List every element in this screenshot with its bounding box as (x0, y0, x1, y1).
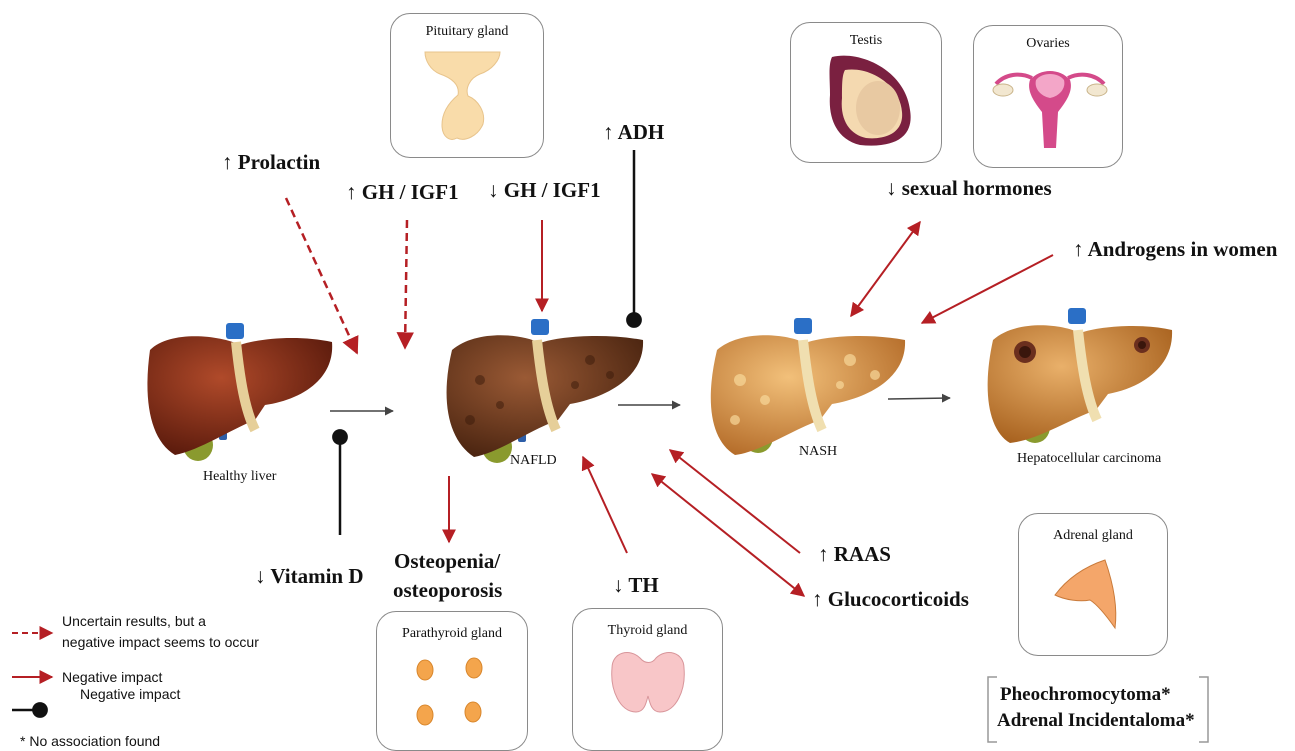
arrow-raas (670, 450, 800, 553)
nafld-label: NAFLD (510, 453, 557, 469)
hcc-label: Hepatocellular carcinoma (1017, 451, 1161, 467)
arrow-nash-to-hcc (888, 398, 950, 399)
testis-icon (830, 56, 911, 146)
healthy-liver-label: Healthy liver (203, 469, 276, 485)
gh-up-label: ↑ GH / IGF1 (346, 180, 459, 205)
arrow-prolactin (286, 198, 357, 353)
parathyroid-icon (417, 658, 482, 725)
glucocorticoids-label: ↑ Glucocorticoids (812, 587, 969, 612)
healthy-liver-image (147, 323, 332, 461)
arrow-gh-up (405, 220, 407, 348)
bracket-left (988, 677, 997, 742)
adh-label: ↑ ADH (603, 120, 664, 145)
nash-label: NASH (799, 444, 837, 460)
arrow-sex-hormones (851, 222, 920, 316)
gh-down-label: ↓ GH / IGF1 (488, 178, 601, 203)
legend-uncertain-line2: negative impact seems to occur (62, 634, 259, 650)
legend-no-association: * No association found (20, 733, 160, 749)
legend-negative-2: Negative impact (80, 686, 180, 702)
adrenal-incidentaloma-label: Adrenal Incidentaloma* (997, 710, 1195, 732)
pituitary-icon (425, 52, 500, 139)
pheo-label: Pheochromocytoma* (1000, 684, 1171, 706)
arrow-th (583, 457, 627, 553)
hcc-liver-image (988, 308, 1172, 443)
arrow-androgens (922, 255, 1053, 323)
adrenal-icon (1055, 560, 1116, 628)
arrow-glucocorticoids (652, 474, 804, 596)
ovaries-icon (993, 71, 1107, 148)
prolactin-label: ↑ Prolactin (222, 150, 320, 175)
thyroid-icon (612, 653, 685, 712)
raas-label: ↑ RAAS (818, 542, 891, 567)
legend-uncertain-line1: Uncertain results, but a (62, 613, 206, 629)
osteo-label-2: osteoporosis (393, 578, 502, 603)
nafld-liver-image (447, 319, 644, 463)
sex-hormones-label: ↓ sexual hormones (886, 176, 1052, 201)
nash-liver-image (711, 318, 905, 455)
androgens-label: ↑ Androgens in women (1073, 237, 1277, 262)
legend-negative: Negative impact (62, 669, 162, 685)
osteo-label-1: Osteopenia/ (394, 549, 500, 574)
bracket-right (1199, 677, 1208, 742)
th-label: ↓ TH (613, 573, 659, 598)
vitamin-d-label: ↓ Vitamin D (255, 564, 364, 589)
